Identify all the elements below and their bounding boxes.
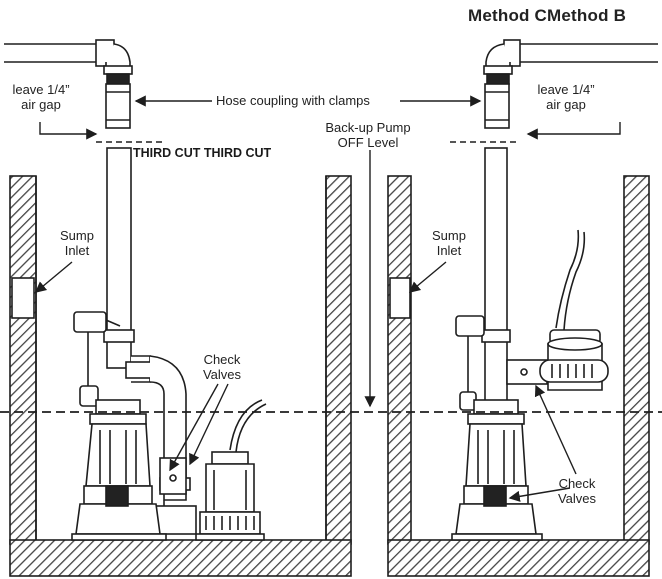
- backup-pump-off-label: Back-up Pump OFF Level: [325, 120, 411, 150]
- right-hose-coupling-top: [484, 73, 510, 129]
- check-valves-label-right: Check Valves: [557, 476, 597, 506]
- air-gap-label-left: leave 1/4” air gap: [12, 82, 70, 112]
- left-vertical-pipe: [103, 147, 135, 369]
- left-sump-pit: [9, 175, 352, 577]
- third-cut-label: THIRD CUT THIRD CUT: [133, 146, 272, 160]
- sump-inlet-label-left: Sump Inlet: [60, 228, 94, 258]
- left-backup-pump: [195, 399, 267, 541]
- right-primary-pump: [451, 399, 543, 541]
- check-valves-label-left: Check Valves: [202, 352, 242, 382]
- right-float-switch: [455, 315, 485, 411]
- hose-coupling-label: Hose coupling with clamps: [216, 93, 370, 108]
- method-title: Method CMethod B: [468, 6, 627, 25]
- annotation-arrows: [34, 95, 621, 502]
- left-hose-coupling-top: [105, 73, 131, 129]
- sump-inlet-label-right: Sump Inlet: [432, 228, 466, 258]
- air-gap-label-right: leave 1/4” air gap: [537, 82, 595, 112]
- right-backup-pump: [539, 229, 609, 391]
- left-float-switch: [73, 311, 121, 407]
- left-discharge-elbow: [4, 39, 133, 75]
- left-sump-inlet: [11, 277, 35, 319]
- right-sump-pit: [387, 175, 650, 577]
- left-primary-pump: [71, 399, 167, 541]
- right-discharge-elbow: [483, 39, 658, 75]
- right-vertical-pipe: [481, 147, 511, 439]
- right-sump-inlet: [389, 277, 411, 319]
